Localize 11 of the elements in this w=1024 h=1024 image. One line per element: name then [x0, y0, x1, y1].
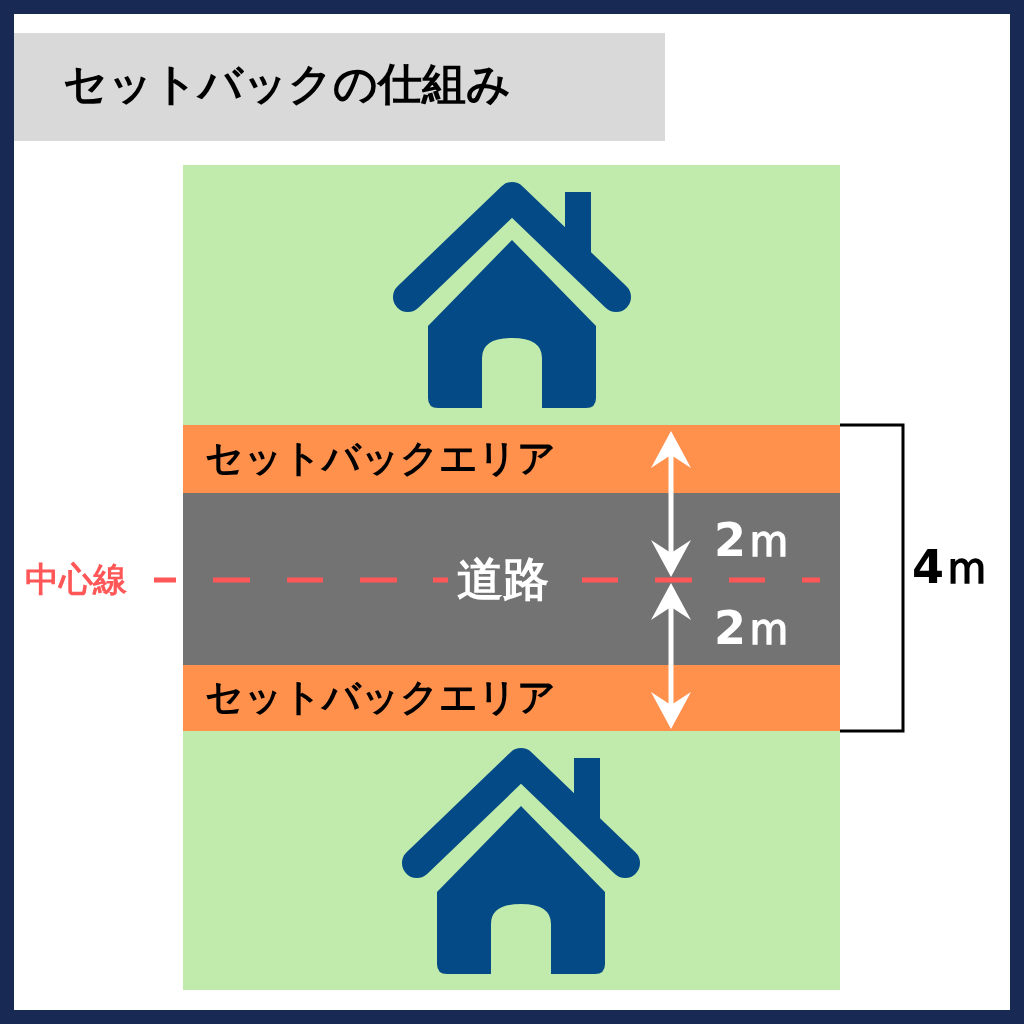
centerline-label: 中心線	[25, 561, 127, 599]
dimension-label: 4ｍ	[912, 541, 990, 593]
dimension-label: 2ｍ	[714, 514, 792, 566]
road-band	[183, 493, 840, 665]
dimension-label: 2ｍ	[714, 602, 792, 654]
setback-area-band	[183, 665, 840, 731]
band-label: セットバックエリア	[205, 677, 556, 719]
road-label: 道路	[457, 553, 549, 605]
setback-area-band	[183, 425, 840, 493]
band-label: セットバックエリア	[205, 438, 556, 480]
title: セットバックの仕組み	[63, 60, 511, 109]
